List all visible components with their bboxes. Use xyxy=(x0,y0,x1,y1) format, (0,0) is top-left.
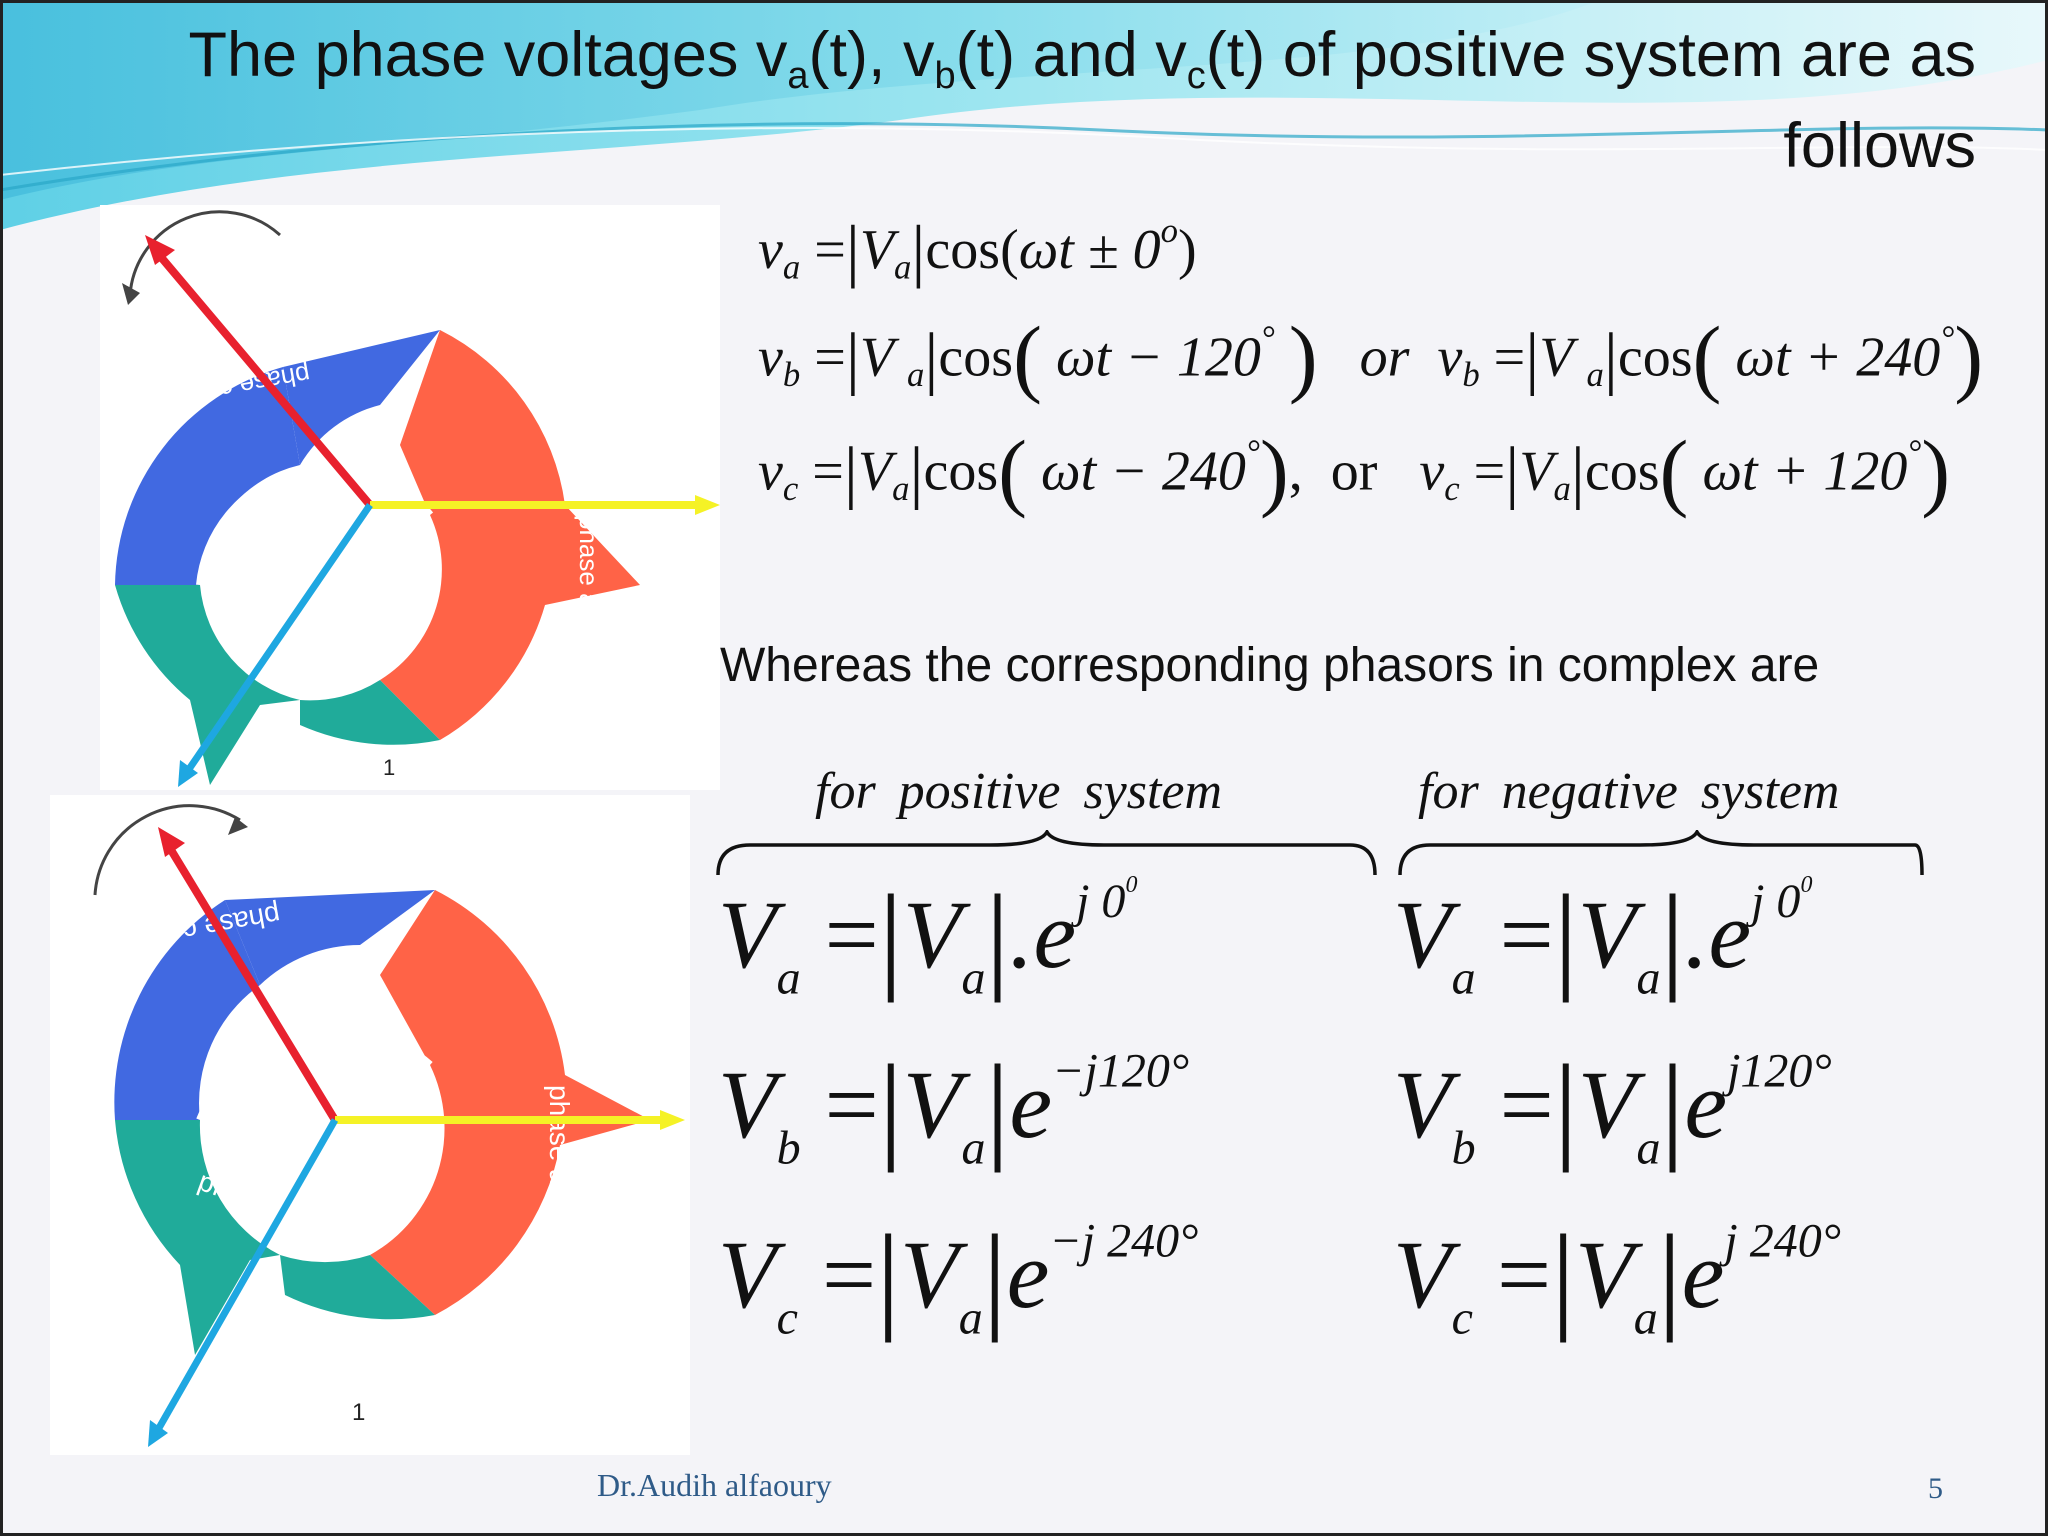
grouping-braces xyxy=(716,830,1924,876)
page-number: 5 xyxy=(1928,1472,1943,1505)
slide-title: The phase voltages va(t), vb(t) and vc(t… xyxy=(188,20,1976,181)
phasor-blue-arrow-2 xyxy=(151,1118,339,1437)
positive-brace xyxy=(716,830,1377,876)
phasor-positive-c: Vc =|Va|e−j 240° xyxy=(718,1209,1199,1345)
phasor-negative-c: Vc =|Va|ej 240° xyxy=(1393,1209,1841,1345)
phase-a-segment-2 xyxy=(370,890,650,1315)
phasor-red-arrow-2 xyxy=(161,837,339,1123)
equation-va: va =|Va|cos(ωt ± 0o) xyxy=(758,210,1197,290)
phasor-blue-arrow xyxy=(182,503,373,777)
equation-vb: vb =|V a|cos( ωt − 120° ) or vb =|V a|co… xyxy=(758,309,1984,405)
phase-c-segment-2 xyxy=(114,900,261,1120)
phasor-diagram-positive: phase c phase a phase b 1 xyxy=(100,205,720,790)
rotation-arrow-cw-icon xyxy=(93,804,241,896)
phasor-negative-a: Va =|Va|.ej 00 xyxy=(1393,869,1813,1005)
phase-b-segment-2 xyxy=(115,1120,280,1355)
rotation-arrow-ccw-icon xyxy=(128,210,282,296)
phase-a-segment xyxy=(380,330,640,740)
header-wave-decoration xyxy=(0,0,2048,230)
equation-vc: vc =|Va|cos( ωt − 240°), or vc =|Va|cos(… xyxy=(758,423,1951,519)
phase-a-label-2: phase a xyxy=(544,1085,575,1185)
diagram-marker: 1 xyxy=(383,755,395,780)
diagram-marker-2: 1 xyxy=(352,1399,365,1426)
phase-a-label: phase a xyxy=(574,515,604,608)
footer-author: Dr.Audih alfaoury xyxy=(597,1467,832,1503)
phasor-diagram-negative: phase c phase a phase b 1 xyxy=(50,795,690,1455)
phasor-positive-b: Vb =|Va|e−j120° xyxy=(718,1039,1190,1175)
phasor-positive-a: Va =|Va|.ej 00 xyxy=(718,869,1138,1005)
negative-brace xyxy=(1398,830,1924,876)
phasor-red-arrow xyxy=(151,247,374,508)
negative-system-label: for negative system xyxy=(1418,763,1840,820)
phase-c-segment xyxy=(115,367,300,585)
whereas-text: Whereas the corresponding phasors in com… xyxy=(720,639,1820,692)
phasor-negative-b: Vb =|Va|ej120° xyxy=(1393,1039,1832,1175)
phase-b-segment xyxy=(115,585,300,785)
positive-system-label: for positive system xyxy=(815,763,1223,820)
